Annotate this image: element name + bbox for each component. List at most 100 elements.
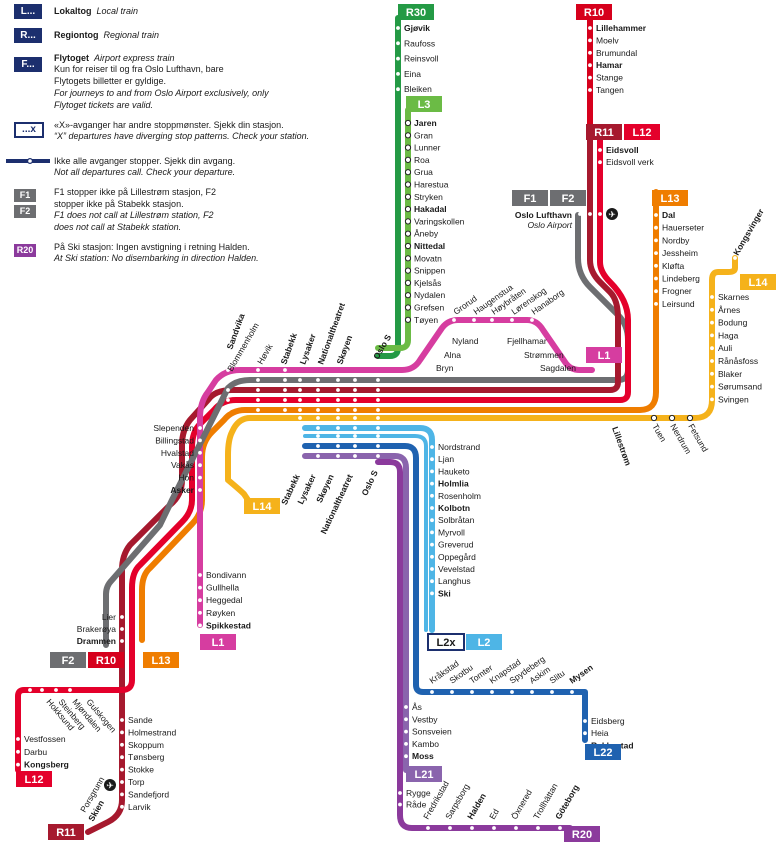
stop-l13-dal: [654, 213, 658, 217]
station-l1e-str-mmen: Strømmen: [524, 350, 564, 360]
stop-l3-varingskollen: [404, 218, 412, 225]
r20-note: På Ski stasjon: Ingen avstigning i retni…: [54, 242, 250, 252]
stop-central-318-380: [316, 378, 320, 382]
airplane-icon: ✈: [606, 208, 618, 220]
stop-l22-mysen: [570, 690, 574, 694]
regional-train-label-en: Regional train: [103, 30, 160, 40]
station-l3-nydalen: Nydalen: [414, 290, 445, 300]
station-l13-frogner: Frogner: [662, 286, 692, 296]
station-l12-vestfossen: Vestfossen: [24, 734, 66, 744]
badge-r10: R10: [576, 4, 612, 20]
track-l2: [302, 425, 435, 633]
stop-l13-hauerseter: [654, 225, 658, 230]
svg-text:L22: L22: [594, 747, 613, 759]
stop-central-318-436: [316, 434, 320, 438]
badge-l12: L12: [624, 124, 660, 140]
stop-l3-grua: [404, 169, 412, 176]
stop-west-285-410: [283, 408, 287, 412]
stop-l21-kambo: [404, 742, 408, 746]
stop-central-300-380: [298, 378, 302, 382]
stop-asker-vak-s: [198, 463, 202, 468]
station-asker-asker: Asker: [170, 485, 194, 495]
stop-central-338-456: [336, 454, 340, 458]
flytoget-note-en: For journeys to and from Oslo Airport ex…: [54, 88, 269, 110]
badge-l2: L2: [466, 634, 502, 650]
station-l14-blaker: Blaker: [718, 369, 742, 379]
track-l22: [302, 443, 588, 743]
stop-west-258-370: [256, 368, 260, 372]
stop-r20b-halden: [470, 826, 474, 830]
stop-central-338-400: [336, 398, 340, 402]
stop-l2-ski: [430, 591, 434, 596]
station-l2-hauketo: Hauketo: [438, 466, 470, 476]
stop-l2-kolbotn: [430, 506, 434, 510]
badge-l1-south: L1: [200, 634, 236, 650]
station-l2-myrvoll: Myrvoll: [438, 527, 465, 537]
stop-central-338-380: [336, 378, 340, 382]
station-asker-hvalstad: Hvalstad: [161, 448, 194, 458]
svg-text:✈: ✈: [106, 781, 114, 791]
badge-l12-south: L12: [16, 771, 52, 787]
r20-badge: R20: [14, 244, 36, 257]
stop-r20b-fredrikstad: [426, 826, 430, 830]
station-r10-brumundal: Brumundal: [596, 48, 637, 58]
stop-airport-f: [578, 212, 582, 216]
station-l3-stryken: Stryken: [414, 192, 443, 202]
track-l12: [15, 137, 631, 773]
stop-r10-hamar: [588, 63, 592, 68]
station-l3-hakadal: Hakadal: [414, 204, 447, 214]
stop-l22-slitu: [550, 690, 554, 694]
stop-l1-bondivann: [198, 573, 202, 577]
svg-text:L13: L13: [152, 655, 171, 667]
stop-l1e-haugenstua: [472, 318, 476, 322]
stop-central-318-410: [316, 408, 320, 412]
station-drammen-drammen: Drammen: [77, 636, 116, 646]
stop-central-355-418: [353, 416, 357, 420]
svg-text:L12: L12: [633, 127, 652, 139]
stop-l2-ljan: [430, 457, 434, 462]
flytoget-note: Kun for reiser til og fra Oslo Lufthavn,…: [54, 64, 224, 86]
stop-r11-larvik: [120, 804, 124, 809]
stop-central-300-436: [298, 434, 302, 438]
badge-f2: F2: [550, 190, 586, 206]
station-ct-stabekk-3: Stabekk: [278, 331, 299, 365]
stop-central-355-446: [353, 444, 357, 448]
stop-l22-kr-kstad: [430, 690, 434, 694]
station-l1-r-yken: Røyken: [206, 608, 236, 618]
stop-central-338-428: [336, 426, 340, 430]
x-departure-note: «X»-avganger har andre stoppmønster. Sje…: [54, 120, 284, 130]
station-l3-t-yen: Tøyen: [414, 315, 438, 325]
stop-airport-r11: [588, 212, 592, 216]
station-l12-kongsberg: Kongsberg: [24, 760, 69, 770]
station-r11-sande: Sande: [128, 715, 153, 725]
station-l21-moss: Moss: [412, 751, 434, 761]
stop-l14-auli: [710, 346, 714, 351]
station-l1-spikkestad: Spikkestad: [206, 620, 251, 630]
track-f2: [103, 377, 283, 648]
station-l21-kambo: Kambo: [412, 739, 439, 749]
flytoget-label-en: Airport express train: [94, 53, 175, 63]
station-l14-auli: Auli: [718, 343, 732, 353]
stop-l3-lunner: [404, 144, 412, 151]
station-r20-r-de: Råde: [406, 800, 427, 810]
stop-l1-gullhella: [198, 585, 202, 590]
station-l13-dal: Dal: [662, 210, 675, 220]
stop-r11-stokke: [120, 767, 124, 772]
stop-l2-greverud: [430, 542, 434, 547]
stop-l13-jessheim: [654, 251, 658, 256]
badge-f1: F1: [512, 190, 548, 206]
stop-central-355-380: [353, 378, 357, 382]
stop-r20b--xnered: [514, 826, 518, 830]
svg-text:L21: L21: [415, 769, 434, 781]
stop-west-258-400: [256, 398, 260, 402]
svg-text:L1: L1: [598, 350, 611, 362]
badge-l14-west: L14: [244, 498, 280, 514]
not-all-stop-note: Ikke alle avganger stopper. Sjekk din av…: [54, 156, 236, 166]
station-l3-jaren: Jaren: [414, 118, 437, 128]
station-r11-larvik: Larvik: [128, 802, 151, 812]
station-l3-movatn: Movatn: [414, 253, 442, 263]
station-l3-kjels-s: Kjelsås: [414, 278, 441, 288]
stop-l3-kjels-s: [404, 279, 412, 286]
station-l3-roa: Roa: [414, 155, 430, 165]
